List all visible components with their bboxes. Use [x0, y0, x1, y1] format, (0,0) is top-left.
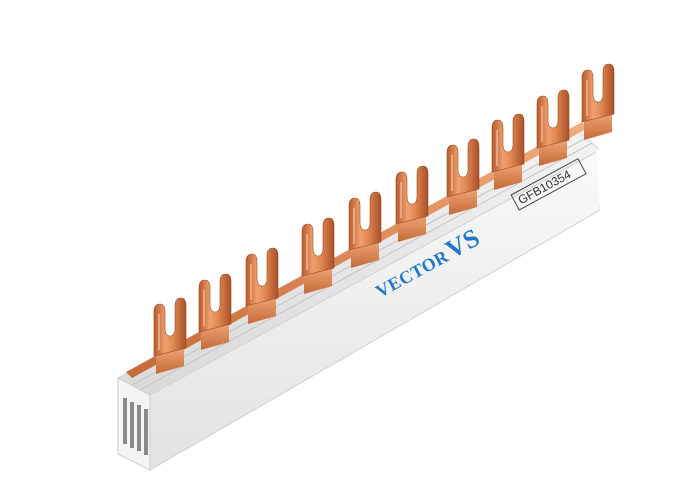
fork-terminal	[245, 247, 279, 324]
fork-terminal	[536, 89, 570, 166]
fork-terminal	[348, 191, 382, 268]
fork-terminal	[301, 217, 335, 294]
housing-end-slots	[123, 398, 148, 455]
fork-terminal	[446, 138, 480, 215]
fork-terminal	[491, 113, 525, 190]
fork-terminal	[581, 63, 615, 140]
fork-terminal	[198, 273, 232, 350]
fork-terminals	[153, 63, 615, 374]
fork-terminal	[153, 297, 187, 374]
fork-terminal	[395, 165, 429, 242]
